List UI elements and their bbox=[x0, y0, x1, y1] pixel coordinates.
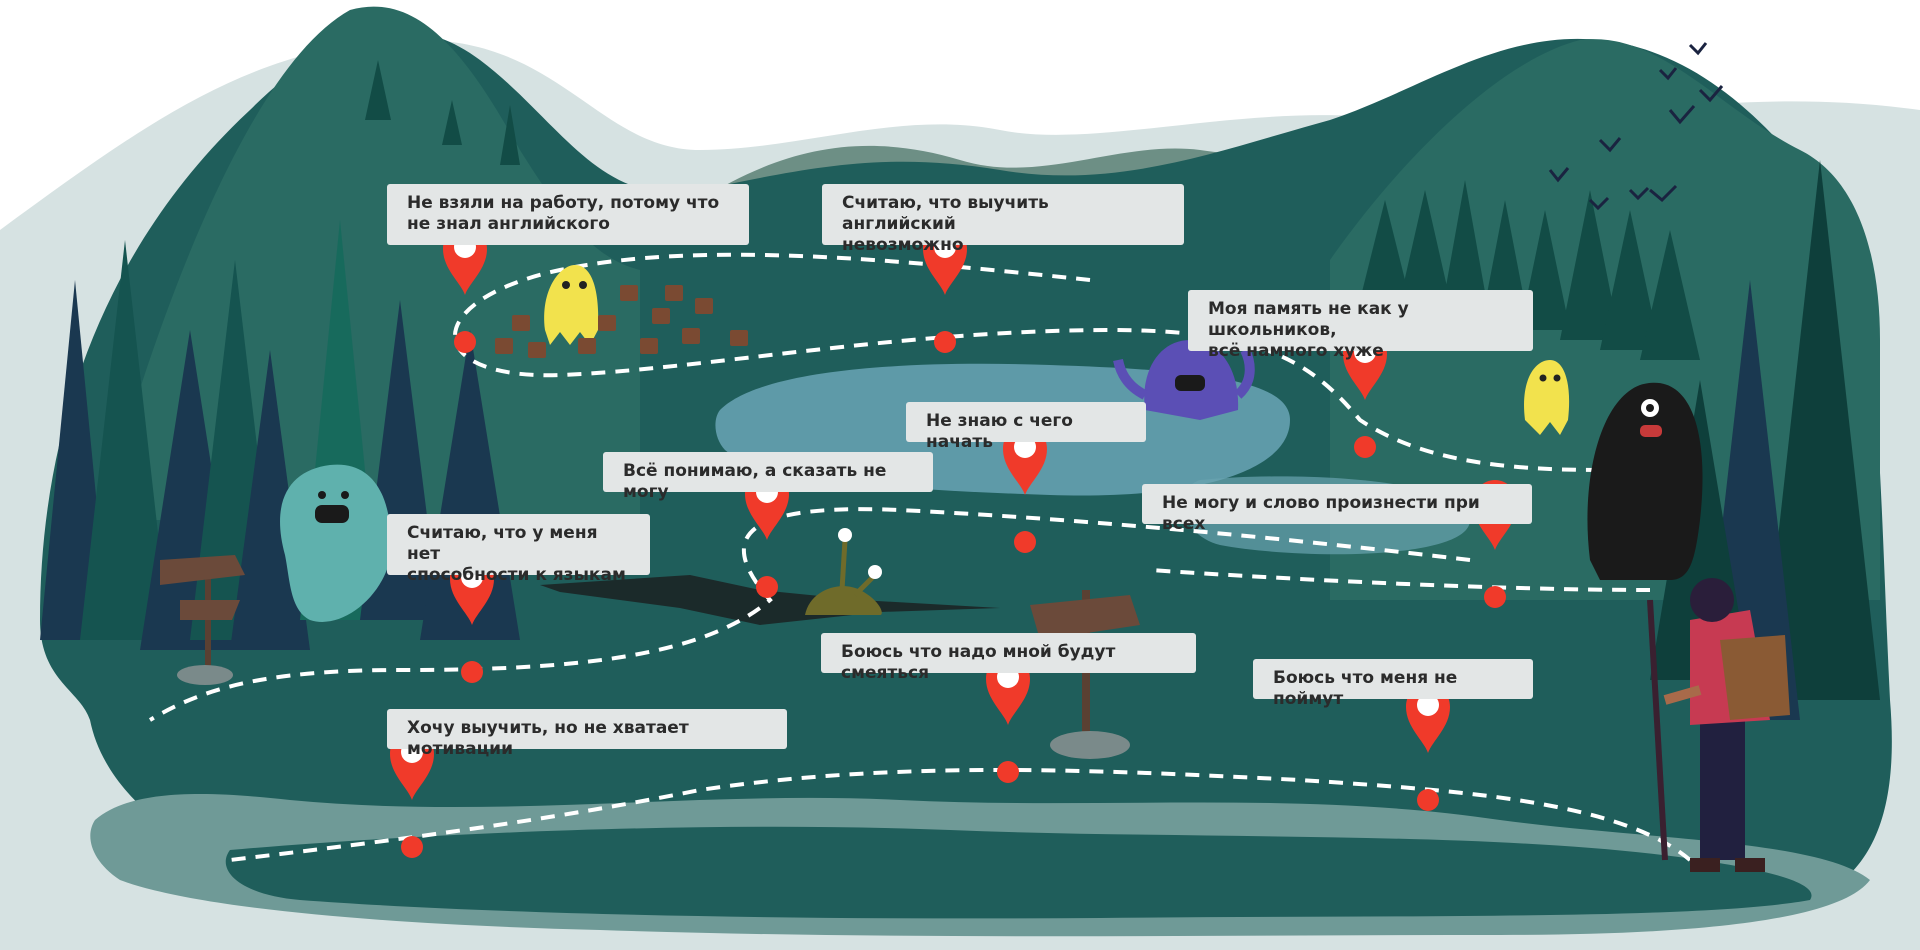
label-memory: Моя память не как у школьников, всё намн… bbox=[1188, 290, 1533, 361]
black-yeti-icon bbox=[1587, 382, 1703, 580]
hiker-icon bbox=[1647, 578, 1790, 872]
signpost-icon bbox=[160, 555, 245, 685]
label-impossible: Считаю, что выучить английский невозможн… bbox=[822, 184, 1184, 255]
tree-stumps bbox=[495, 285, 748, 358]
bird-icon bbox=[1548, 42, 1724, 211]
yellow-ghost-icon bbox=[544, 265, 599, 345]
slug-monster-icon bbox=[805, 528, 882, 615]
lower-meadow-inner bbox=[225, 826, 1812, 919]
label-laughed-at: Боюсь что надо мной будут смеяться bbox=[821, 633, 1196, 683]
label-dont-know-start: Не знаю с чего начать bbox=[906, 402, 1146, 452]
label-no-job: Не взяли на работу, потому что не знал а… bbox=[387, 184, 749, 245]
purple-monster-icon bbox=[1113, 340, 1255, 420]
map-pin-icon bbox=[1406, 683, 1450, 811]
label-understand-cant-say: Всё понимаю, а сказать не могу bbox=[603, 452, 933, 502]
yellow-ghost-icon bbox=[1524, 360, 1570, 435]
label-not-understood: Боюсь что меня не поймут bbox=[1253, 659, 1533, 709]
teal-yeti-icon bbox=[280, 464, 391, 622]
journey-path bbox=[148, 252, 1692, 862]
label-no-ability: Считаю, что у меня нет способности к язы… bbox=[387, 514, 650, 585]
left-mountain bbox=[130, 6, 640, 520]
label-cant-pronounce: Не могу и слово произнести при всех bbox=[1142, 484, 1532, 534]
label-no-motivation: Хочу выучить, но не хватает мотивации bbox=[387, 709, 787, 759]
mountain-trees bbox=[365, 60, 520, 165]
